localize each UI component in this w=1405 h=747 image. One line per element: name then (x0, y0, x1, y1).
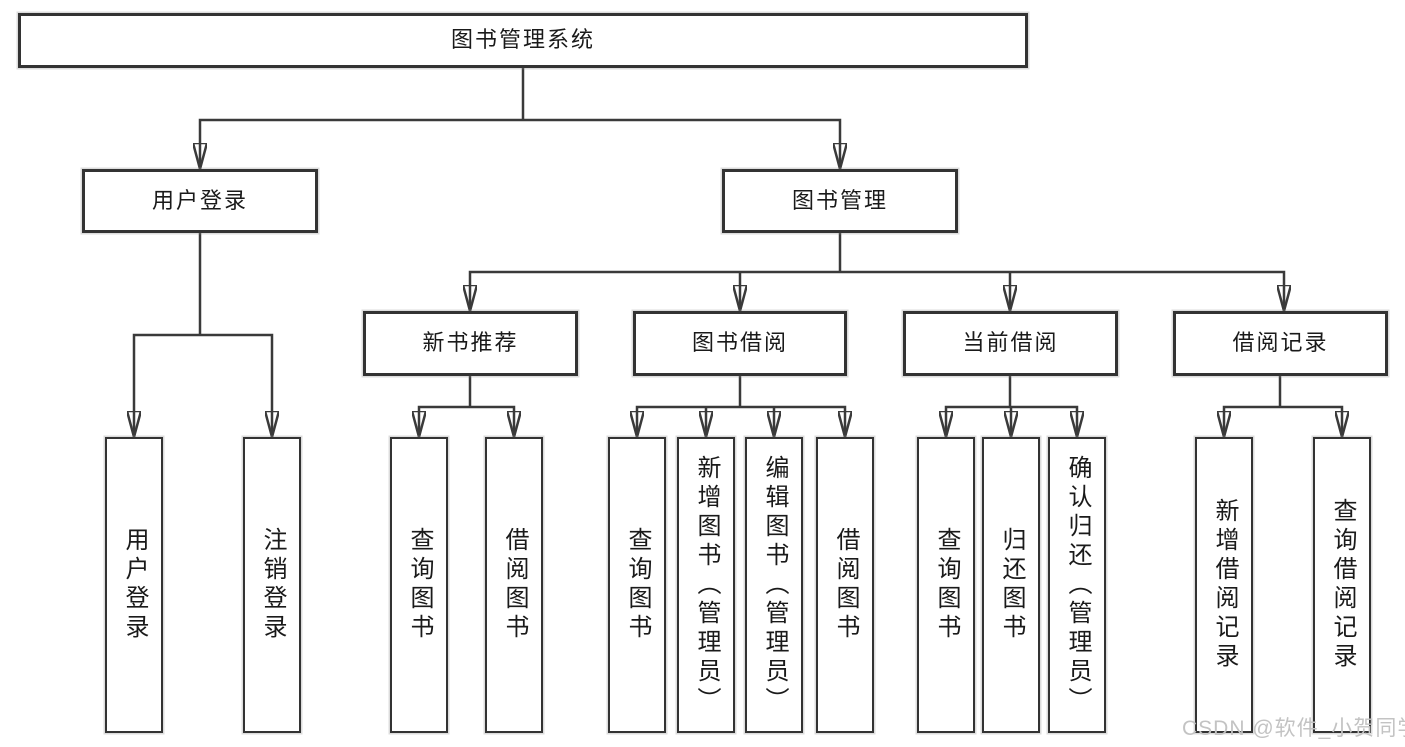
node-root-system: 图书管理系统 (18, 13, 1028, 68)
connector-book-borrow-span (637, 405, 845, 437)
connector-level1-span (200, 118, 840, 169)
leaf-records-add: 新增借阅记录 (1195, 437, 1253, 733)
connector-records-span (1224, 405, 1342, 437)
leaf-logout: 注销登录 (243, 437, 301, 733)
leaf-records-query: 查询借阅记录 (1313, 437, 1371, 733)
leaf-user-login: 用户登录 (105, 437, 163, 733)
node-borrow-records: 借阅记录 (1173, 311, 1388, 376)
leaf-borrow-query: 查询图书 (608, 437, 666, 733)
node-book-management: 图书管理 (722, 169, 958, 233)
node-book-borrow: 图书借阅 (633, 311, 847, 376)
leaf-new-book-borrow: 借阅图书 (485, 437, 543, 733)
connector-user-login-span (134, 333, 272, 437)
connector-new-book-span (419, 405, 514, 437)
leaf-current-confirm-admin: 确认归还（管理员） (1048, 437, 1106, 733)
leaf-new-book-query: 查询图书 (390, 437, 448, 733)
node-current-borrow: 当前借阅 (903, 311, 1118, 376)
leaf-borrow-add-admin: 新增图书（管理员） (677, 437, 735, 733)
connector-level2-span (470, 270, 1284, 311)
node-new-book-recommend: 新书推荐 (363, 311, 578, 376)
leaf-borrow-edit-admin: 编辑图书（管理员） (745, 437, 803, 733)
leaf-current-query: 查询图书 (917, 437, 975, 733)
leaf-current-return: 归还图书 (982, 437, 1040, 733)
leaf-borrow-borrow: 借阅图书 (816, 437, 874, 733)
csdn-watermark: CSDN @软件_小贺同学 (1182, 717, 1405, 740)
node-user-login: 用户登录 (82, 169, 318, 233)
